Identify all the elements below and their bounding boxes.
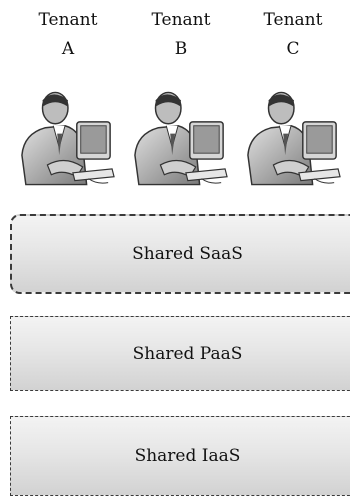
tenant-c-word: Tenant [263, 10, 323, 30]
tenant-c-user-computer-icon [244, 86, 342, 190]
tenant-b-user-computer-icon [131, 86, 229, 190]
shared-iaas-layer: Shared IaaS [10, 416, 350, 496]
tenant-b-letter: B [174, 39, 188, 59]
tenant-a-user-computer-icon [18, 86, 116, 190]
shared-iaas-label: Shared IaaS [134, 446, 241, 466]
shared-saas-layer: Shared SaaS [10, 214, 350, 294]
tenant-c-letter: C [286, 39, 300, 59]
tenant-b-word: Tenant [151, 10, 211, 30]
shared-saas-label: Shared SaaS [132, 244, 243, 264]
shared-paas-label: Shared PaaS [132, 343, 243, 364]
tenant-c-label: Tenant C [251, 6, 335, 64]
tenant-a-word: Tenant [38, 10, 98, 30]
shared-paas-layer: Shared PaaS [10, 316, 350, 391]
tenant-b-label: Tenant B [139, 6, 223, 64]
tenant-a-label: Tenant A [26, 6, 110, 64]
tenant-a-letter: A [61, 39, 75, 59]
